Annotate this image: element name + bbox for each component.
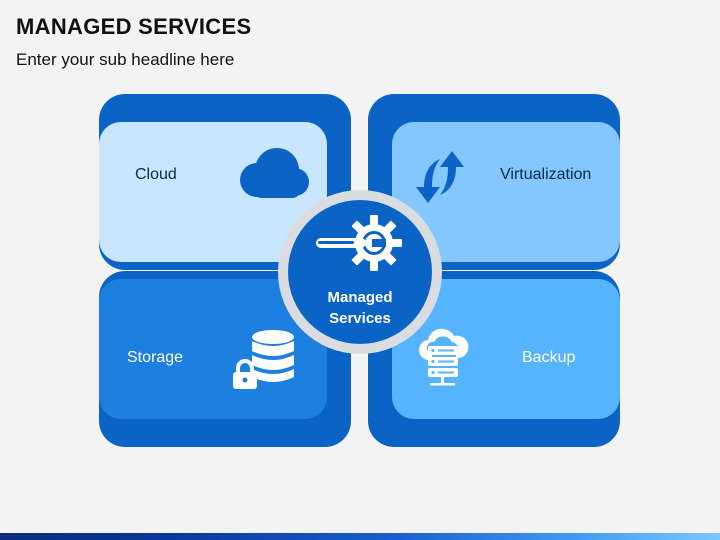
quadrant-cloud: Cloud [99,94,351,270]
quadrant-cloud-label: Cloud [135,166,177,183]
gear-wrench-icon [316,215,402,271]
quadrant-backup: Backup [368,271,620,447]
database-lock-icon [233,330,294,389]
center-label-line2: Services [329,310,391,327]
bottom-accent-bar [0,533,720,540]
cloud-icon [240,148,309,198]
sync-arrows-icon [416,151,464,203]
page-title: MANAGED SERVICES [16,14,252,39]
cloud-server-icon [418,328,469,386]
page-subtitle: Enter your sub headline here [16,50,235,69]
center-label: Managed Services [288,287,432,329]
quadrant-virtualization-label: Virtualization [500,166,592,183]
quadrant-backup-label: Backup [522,349,576,366]
quadrant-storage-label: Storage [127,349,184,366]
center-label-line1: Managed [327,289,393,306]
